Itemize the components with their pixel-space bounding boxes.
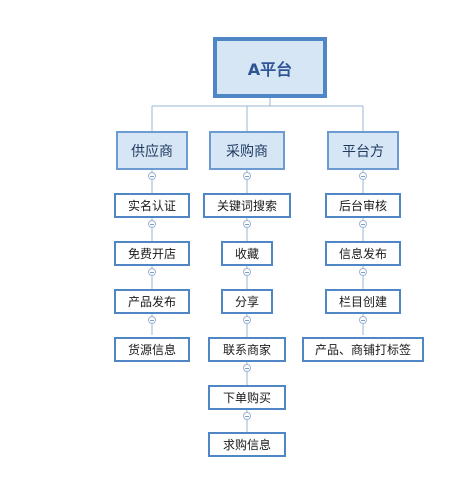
collapse-toggle-icon[interactable] [359, 220, 367, 228]
leaf-node: 求购信息 [208, 432, 286, 457]
leaf-label: 下单购买 [222, 391, 271, 405]
collapse-toggle-icon[interactable] [243, 268, 251, 276]
leaf-node: 实名认证 [114, 193, 190, 218]
collapse-toggle-icon[interactable] [148, 316, 156, 324]
leaf-node: 收藏 [221, 241, 273, 266]
leaf-node: 分享 [221, 289, 273, 314]
collapse-toggle-icon[interactable] [243, 412, 251, 420]
branch-label: 平台方 [342, 143, 384, 160]
branch-node-supplier: 供应商 [116, 131, 188, 170]
leaf-node: 联系商家 [208, 337, 286, 362]
root-label: A平台 [247, 59, 293, 79]
leaf-label: 栏目创建 [338, 295, 387, 309]
leaf-label: 分享 [234, 295, 259, 309]
collapse-toggle-icon[interactable] [359, 268, 367, 276]
collapse-toggle-icon[interactable] [243, 220, 251, 228]
leaf-node: 免费开店 [114, 241, 190, 266]
leaf-node: 栏目创建 [325, 289, 401, 314]
collapse-toggle-icon[interactable] [359, 316, 367, 324]
leaf-node: 后台审核 [325, 193, 401, 218]
collapse-toggle-icon[interactable] [148, 220, 156, 228]
leaf-node: 关键词搜索 [203, 193, 291, 218]
root-node: A平台 [213, 37, 327, 98]
leaf-node: 信息发布 [325, 241, 401, 266]
branch-node-platform: 平台方 [327, 131, 399, 170]
leaf-label: 产品、商铺打标签 [314, 343, 411, 357]
leaf-label: 产品发布 [127, 295, 176, 309]
collapse-toggle-icon[interactable] [148, 268, 156, 276]
leaf-label: 免费开店 [127, 247, 176, 261]
leaf-node: 产品、商铺打标签 [302, 337, 424, 362]
leaf-node: 货源信息 [114, 337, 190, 362]
branch-label: 供应商 [131, 143, 173, 160]
leaf-node: 下单购买 [208, 385, 286, 410]
leaf-node: 产品发布 [114, 289, 190, 314]
leaf-label: 关键词搜索 [216, 199, 277, 213]
collapse-toggle-icon[interactable] [243, 316, 251, 324]
leaf-label: 收藏 [234, 247, 259, 261]
collapse-toggle-icon[interactable] [243, 172, 251, 180]
branch-label: 采购商 [226, 143, 268, 160]
collapse-toggle-icon[interactable] [148, 172, 156, 180]
collapse-toggle-icon[interactable] [359, 172, 367, 180]
leaf-label: 信息发布 [338, 247, 387, 261]
leaf-label: 联系商家 [222, 343, 271, 357]
leaf-label: 求购信息 [222, 438, 271, 452]
leaf-label: 后台审核 [338, 199, 387, 213]
collapse-toggle-icon[interactable] [243, 364, 251, 372]
branch-node-buyer: 采购商 [209, 131, 285, 170]
leaf-label: 实名认证 [127, 199, 176, 213]
leaf-label: 货源信息 [127, 343, 176, 357]
